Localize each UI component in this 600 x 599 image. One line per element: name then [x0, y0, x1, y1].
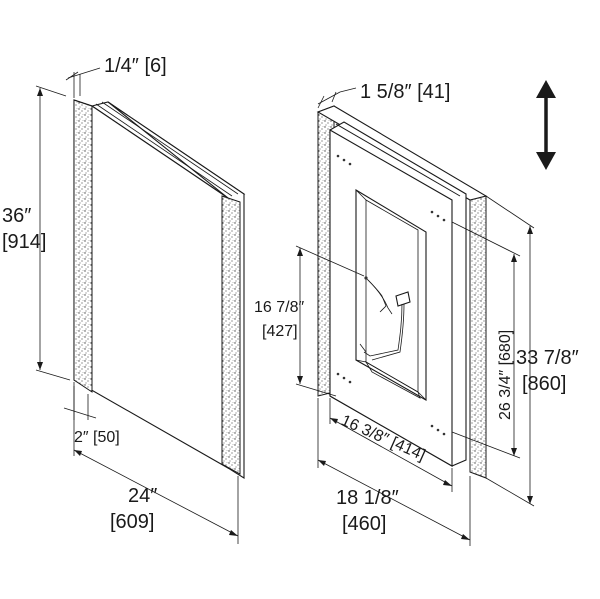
mount-height-label: 26 3/4″ [680] [497, 330, 514, 420]
left-width-dimension: 24″ [609] [73, 382, 239, 544]
left-width-mm-label: [609] [110, 511, 154, 533]
right-height-inch-label: 33 7/8″ [516, 347, 579, 369]
opening-height-mm-label: [427] [262, 323, 298, 340]
right-height-dimension: 33 7/8″ [860] [485, 195, 579, 507]
right-depth-dimension: 1 5/8″ [41] [317, 81, 450, 109]
right-led-strip [221, 195, 241, 475]
right-width-dimension: 18 1/8″ [460] [317, 398, 471, 546]
opening-height-inch-label: 16 7/8″ [254, 299, 304, 316]
right-width-mm-label: [460] [342, 513, 386, 535]
left-thickness-dimension: 1/4″ [6] [65, 55, 167, 98]
right-mount-view [316, 105, 488, 479]
left-height-inch-label: 36″ [2, 205, 31, 227]
left-panel-face [73, 99, 229, 469]
left-thickness-label: 1/4″ [6] [104, 55, 167, 77]
vertical-double-arrow-icon [536, 80, 556, 170]
left-strip-label: 2″ [50] [74, 429, 120, 446]
right-depth-label: 1 5/8″ [41] [360, 81, 450, 103]
right-height-mm-label: [860] [522, 373, 566, 395]
left-mirror-view [73, 99, 246, 479]
screw-holes [336, 154, 446, 436]
left-led-strip [73, 99, 93, 393]
mount-height-dimension: 26 3/4″ [680] [451, 221, 521, 459]
left-height-mm-label: [914] [2, 231, 46, 253]
right-back-strip-right [469, 189, 487, 479]
left-height-dimension: 36″ [914] [2, 85, 71, 381]
opening-height-dimension: 16 7/8″ [427] [254, 245, 365, 397]
recess-ledge [364, 360, 421, 399]
left-width-inch-label: 24″ [128, 485, 157, 507]
wiring [359, 276, 411, 361]
right-width-inch-label: 18 1/8″ [336, 487, 399, 509]
